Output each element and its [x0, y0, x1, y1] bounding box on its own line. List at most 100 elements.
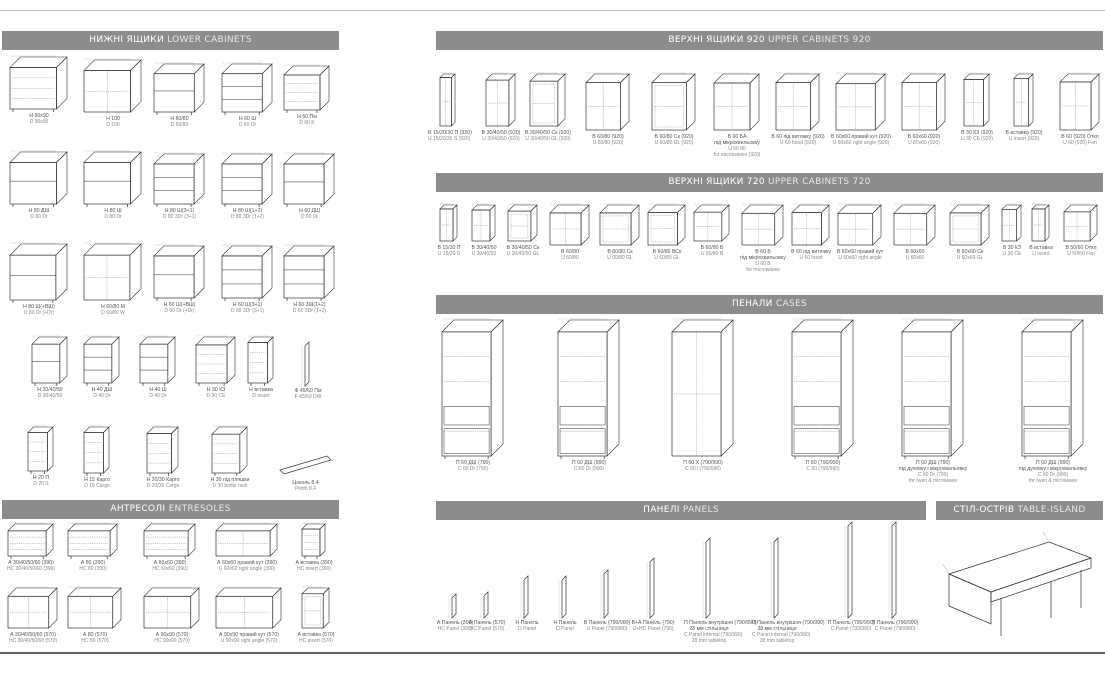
item-label-en: F 45/60 DW	[294, 394, 322, 401]
cabinet-drawing-icon	[901, 318, 964, 459]
item-label-ua: А 90х90 (570)	[155, 632, 189, 638]
item-label-en: U 60/80 B	[700, 251, 724, 258]
catalog-item: Н 60 3Ш(1+2)D 60 3Dr (1+2)	[272, 244, 347, 314]
catalog-item: Н 60 Ш(+ВШ)D 60 Dr (+Dr)	[142, 244, 217, 314]
item-label-ua: А 30/40/50/60 (570)	[10, 632, 56, 638]
catalog-item: В 30/40/50 (920)U 30/40/50 (920)	[474, 72, 528, 142]
cabinet-drawing-icon	[558, 575, 567, 619]
item-label-en: HC insert (390)	[297, 566, 331, 573]
cabinet-drawing-icon	[791, 203, 830, 246]
item-label-en: U 30 CE (920)	[961, 136, 993, 143]
cabinet-drawing-icon	[301, 341, 310, 387]
cabinet-drawing-icon	[83, 425, 110, 476]
cabinet-drawing-icon	[520, 575, 529, 619]
item-label-en: U 60/80	[561, 255, 579, 262]
item-label-en: HC 30/40/50/60 (390)	[6, 566, 56, 573]
cabinet-drawing-icon	[83, 150, 142, 207]
item-label-ua: Н 30/40/50	[37, 387, 63, 393]
item-label-en: C Panel internal (790/990)	[684, 632, 743, 639]
item-label-en: D 60 Dr	[238, 122, 257, 129]
item-label-ua: В 60 БА	[727, 134, 747, 140]
catalog-item: А 60х60 правий кут (390)U 60x60 right an…	[204, 522, 290, 572]
item-label-en: D 30/40/50	[37, 393, 63, 400]
item-label-en: U 30/40/50 GL (920)	[525, 136, 571, 143]
catalog-item: А 90х90 правий кут (570)U 90x90 right an…	[204, 586, 294, 644]
section-header-table: СТІЛ-ОСТРІВ TABLE-ISLAND	[936, 501, 1103, 520]
section-title-en: PANELS	[682, 505, 719, 515]
cabinet-drawing-icon	[835, 72, 886, 131]
catalog-item: В 60/80 Ск (920)U 60/80 GL (920)	[640, 72, 708, 146]
cabinet-drawing-icon	[9, 150, 68, 207]
catalog-item: А Панель (390)HC Panel (390)	[430, 592, 480, 632]
item-label-en: D 15 Cargo	[84, 483, 110, 490]
cabinet-drawing-icon	[963, 72, 990, 127]
cabinet-drawing-icon	[949, 203, 990, 246]
cabinet-drawing-icon	[9, 55, 68, 112]
item-label-ua: А 90х90 правий кут (570)	[219, 632, 279, 638]
item-label-ua: Н 20/30 Карго	[146, 477, 180, 483]
item-label-en: U 60x60 right angle (920)	[832, 140, 890, 147]
item-label-ua: В 15/20/30 П (920)	[428, 130, 472, 136]
catalog-item: Н 60 Ш(3+1)D 60 3Dr (3+1)	[210, 244, 285, 314]
cabinet-drawing-icon	[215, 586, 282, 629]
cabinet-drawing-icon	[83, 242, 142, 301]
bottom-rule	[0, 652, 1105, 654]
item-label-ua: Н 80 Ш	[104, 208, 122, 214]
item-label-ua: Н 40 Ш	[149, 387, 167, 393]
item-note-en: for microwaves (920)	[713, 152, 761, 159]
item-label-en: U Panel (790/990)	[586, 626, 628, 633]
cabinet-drawing-icon	[549, 203, 590, 246]
section-title-en: LOWER CABINETS	[167, 35, 252, 45]
catalog-item: Н 80 Ш(1+2)D 80 3Dr (1+2)	[210, 152, 285, 220]
catalog-item: П 60 ДШ (990)під духовку і мікрохвильовк…	[1010, 318, 1096, 484]
catalog-item: А вставка (390)HC insert (390)	[290, 522, 338, 572]
item-label-en: U 60x60 GL	[956, 255, 984, 262]
cabinet-drawing-icon	[439, 72, 456, 127]
item-label-ua: Н вставка	[249, 387, 273, 393]
cabinet-drawing-icon	[7, 522, 54, 559]
item-label-en: D 60/80 W	[101, 310, 125, 317]
item-note-ua: під духовку і мікрохвильовку	[898, 466, 968, 473]
catalog-item: В 60х60 (920)U 60x60 (920)	[890, 72, 958, 146]
section-header-lower: НИЖНІ ЯЩИКИ LOWER CABINETS	[2, 31, 339, 50]
catalog-item: А 30/40/50/60 (390)HC 30/40/50/60 (390)	[0, 522, 66, 572]
item-label-en: HC 90x90 (570)	[154, 638, 190, 645]
catalog-item: В 60/80 (920)U 60/80 (920)	[574, 72, 642, 146]
section-title-ua: НИЖНІ ЯЩИКИ	[89, 35, 164, 45]
cabinet-drawing-icon	[221, 152, 273, 207]
cabinet-drawing-icon	[791, 318, 854, 459]
item-label-en: D 80 Dr (+Dr)	[23, 310, 55, 317]
item-label-ua: В 60х60 Ск	[956, 249, 984, 255]
catalog-item: В 15/20/30 П (920)U 15/20/30 S (920)	[428, 72, 472, 142]
item-label-en: U 60x60 right angle	[838, 255, 882, 262]
cabinet-drawing-icon	[7, 586, 58, 629]
item-label-en: D 60 Dr (+Dr)	[164, 308, 195, 315]
item-label-ua: В вставка	[1029, 245, 1053, 251]
item-label-en: D 60 Dr	[300, 214, 319, 221]
item-label-en: D 60 3Dr (1+2)	[292, 308, 327, 315]
item-label-en: C 60 Dr (990)	[573, 466, 605, 473]
item-label-en: C 60 Dr (790)	[457, 466, 489, 473]
item-label-ua: В 60 під витяжку (920)	[771, 134, 825, 140]
cabinet-drawing-icon	[143, 522, 196, 559]
section-title-en: UPPER CABINETS 920	[768, 35, 871, 45]
section-title-en: UPPER CABINETS 720	[768, 177, 871, 187]
item-label-ua: В 30/40/50 Ск (920)	[524, 130, 572, 136]
item-label-ua: В 30/40/50	[471, 245, 497, 251]
catalog-item: В 30 КЗ (920)U 30 CE (920)	[952, 72, 1002, 142]
item-label-ua: В 60 (920) Откл	[1061, 134, 1099, 140]
table-island-icon	[942, 531, 1092, 636]
item-label-ua: П Панель внутрішня (790/990)	[752, 620, 825, 626]
item-label-en: U 60 hood	[799, 255, 823, 262]
cabinet-drawing-icon	[67, 522, 118, 559]
item-note-en: 28 mm tabletop	[691, 638, 727, 645]
item-label-ua: П Панель внутрішня (790/990)	[684, 620, 757, 626]
item-label-en: C Panel (790/990)	[830, 626, 872, 633]
